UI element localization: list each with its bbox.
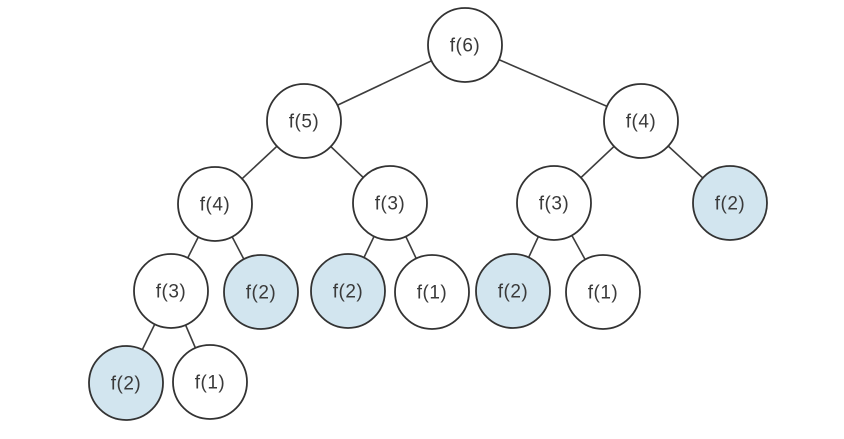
node-label: f(3) [156,282,187,303]
node-circle-highlighted [692,165,768,241]
node-circle [133,253,209,329]
tree-node-f1-12: f(1) [565,254,641,330]
node-label: f(6) [450,36,481,57]
node-label: f(3) [375,194,406,215]
node-circle [394,254,470,330]
tree-node-f3-4: f(3) [352,165,428,241]
tree-node-f2-8: f(2) [223,254,299,330]
node-label: f(5) [289,112,320,133]
node-label: f(2) [246,283,277,304]
node-label: f(4) [626,112,657,133]
node-circle-highlighted [88,345,164,421]
node-label: f(4) [200,195,231,216]
node-circle-highlighted [475,253,551,329]
tree-node-f3-5: f(3) [516,165,592,241]
tree-node-f2-11: f(2) [475,253,551,329]
node-circle-highlighted [310,253,386,329]
tree-node-f2-9: f(2) [310,253,386,329]
tree-node-f5-1: f(5) [266,83,342,159]
tree-node-f4-3: f(4) [177,166,253,242]
node-circle [172,344,248,420]
node-circle [603,83,679,159]
node-circle [565,254,641,330]
node-label: f(3) [539,194,570,215]
node-label: f(2) [498,282,529,303]
tree-node-f4-2: f(4) [603,83,679,159]
node-label: f(2) [111,374,142,395]
tree-node-f1-10: f(1) [394,254,470,330]
tree-node-f1-14: f(1) [172,344,248,420]
node-circle-highlighted [223,254,299,330]
node-circle [266,83,342,159]
node-label: f(1) [588,283,619,304]
node-label: f(2) [333,282,364,303]
node-label: f(1) [195,373,226,394]
tree-node-f2-13: f(2) [88,345,164,421]
node-circle [516,165,592,241]
node-label: f(2) [715,194,746,215]
tree-node-f2-6: f(2) [692,165,768,241]
node-label: f(1) [417,283,448,304]
tree-node-f3-7: f(3) [133,253,209,329]
tree-node-f6-0: f(6) [427,7,503,83]
node-circle [427,7,503,83]
node-circle [177,166,253,242]
node-circle [352,165,428,241]
